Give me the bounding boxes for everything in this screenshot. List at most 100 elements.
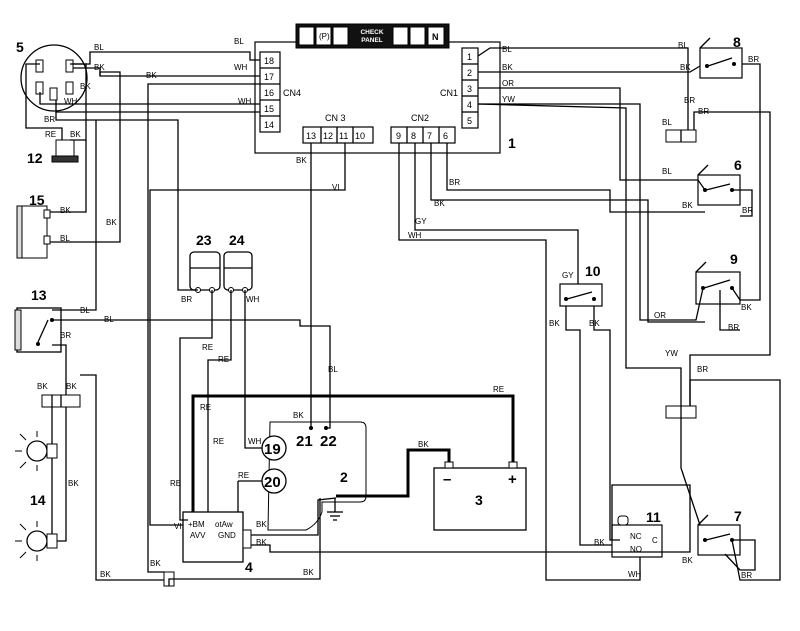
module-4: +BM AVV otAw GND 4 (163, 511, 253, 587)
wires (25, 47, 781, 586)
wire-label-bl: BL (104, 315, 114, 324)
cn2-pin-7: 7 (427, 131, 432, 141)
component-2-number: 2 (340, 469, 348, 485)
component-10-number: 10 (585, 263, 601, 279)
cn2-label: CN2 (411, 113, 429, 123)
connector-cn4: 18 17 16 15 14 CN4 (259, 51, 301, 133)
component-13: 13 (14, 287, 62, 353)
component-14-number: 14 (30, 492, 46, 508)
cn1-pin-1: 1 (467, 52, 472, 62)
wire-label-gy: GY (562, 271, 574, 280)
component-15-number: 15 (29, 192, 45, 208)
cn4-pin-17: 17 (264, 72, 274, 82)
component-12-number: 12 (27, 150, 43, 166)
wire-label-bk: BK (94, 63, 105, 72)
module4-otaw: otAw (215, 520, 233, 529)
cn2-pin-6: 6 (443, 131, 448, 141)
wire-label-wh: WH (238, 97, 252, 106)
wire-label-br: BR (741, 571, 752, 580)
wire-label-wh: WH (234, 63, 248, 72)
wire-label-re: RE (493, 385, 504, 394)
wire-label-bk: BK (594, 538, 605, 547)
lamps-14: 14 (15, 394, 81, 561)
terminal-22: 22 (320, 433, 337, 450)
ground-icon (327, 498, 343, 521)
wire-label-wh: WH (64, 97, 78, 106)
wire-label-bk: BK (106, 218, 117, 227)
cn2-pin-9: 9 (396, 131, 401, 141)
wire-label-bk: BK (434, 199, 445, 208)
terminal-21: 21 (296, 433, 313, 450)
cn4-pin-14: 14 (264, 120, 274, 130)
wire-label-br: BR (748, 55, 759, 64)
cn4-label: CN4 (283, 88, 301, 98)
neutral-label: N (432, 32, 439, 42)
component-11-number: 11 (646, 509, 661, 525)
component-24-number: 24 (229, 232, 245, 248)
check-panel-label-line2: PANEL (361, 37, 383, 44)
battery-3: – + 3 (433, 461, 527, 531)
check-panel-label-line1: CHECK (360, 29, 383, 36)
svg-text:(P): (P) (319, 32, 330, 41)
cn1-pin-2: 2 (467, 68, 472, 78)
wire-label-re: RE (45, 130, 56, 139)
check-panel-strip: (P) CHECK PANEL N (295, 23, 450, 49)
wire-label-bk: BK (60, 206, 71, 215)
component-8-number: 8 (733, 34, 741, 50)
wire-label-bk: BK (502, 63, 513, 72)
cn1-label: CN1 (440, 88, 458, 98)
wire-label-bl: BL (678, 41, 688, 50)
wire-label-bk: BK (589, 319, 600, 328)
wire-label-bk: BK (256, 538, 267, 547)
wire-label-br: BR (698, 107, 709, 116)
component-7-number: 7 (734, 508, 742, 524)
component-13-number: 13 (31, 287, 47, 303)
wire-label-wh: WH (246, 295, 260, 304)
cn3-pin-12: 12 (323, 131, 333, 141)
wire-label-yw: YW (665, 349, 678, 358)
wire-label-bk: BK (37, 382, 48, 391)
wire-label-re: RE (202, 343, 213, 352)
battery-plus: + (508, 471, 517, 488)
seat-icon (332, 26, 349, 46)
wire-label-br: BR (449, 178, 460, 187)
wire-label-wh: WH (248, 437, 262, 446)
cn4-pin-16: 16 (264, 88, 274, 98)
cn1-pin-3: 3 (467, 84, 472, 94)
wire-label-re: RE (218, 355, 229, 364)
wire-label-bk: BK (293, 411, 304, 420)
wire-label-gy: GY (415, 217, 427, 226)
terminal-20: 20 (264, 474, 281, 491)
switch-7: 7 (697, 508, 742, 556)
component-23-number: 23 (196, 232, 212, 248)
switch-6: 6 (697, 157, 742, 206)
connector-cn3: 13 12 11 10 CN 3 (302, 113, 374, 144)
switch11-nc: NC (630, 532, 642, 541)
wire-label-wh: WH (628, 570, 642, 579)
wire-label-bk: BK (68, 479, 79, 488)
switch-9: 9 (695, 251, 741, 305)
neutral-icon (427, 26, 445, 46)
ignition-switch-5: 5 (16, 39, 88, 112)
cn3-pin-11: 11 (339, 131, 348, 141)
component-9-number: 9 (730, 251, 738, 267)
wire-label-bk: BK (146, 71, 157, 80)
wire-label-br: BR (742, 206, 753, 215)
cn1-pin-4: 4 (467, 100, 472, 110)
connector-cn1: 1 2 3 4 5 CN1 (440, 47, 479, 129)
wire-labels: BL BL WH BK BK BK WH WH BR RE BK BK BK B… (37, 37, 759, 580)
component-12: 12 (27, 139, 79, 166)
component-24: 24 (223, 232, 253, 293)
wire-label-vi: VI (174, 522, 182, 531)
wire-label-re: RE (170, 479, 181, 488)
wire-label-bl: BL (60, 234, 70, 243)
cn1-pin-5: 5 (467, 116, 472, 126)
wire-label-or: OR (654, 311, 666, 320)
cn2-pin-8: 8 (411, 131, 416, 141)
switch11-c: C (652, 536, 658, 545)
battery-minus: – (443, 471, 451, 488)
wire-label-bk: BK (150, 559, 161, 568)
wire-label-bl: BL (328, 365, 338, 374)
switch-10: 10 (559, 263, 603, 307)
